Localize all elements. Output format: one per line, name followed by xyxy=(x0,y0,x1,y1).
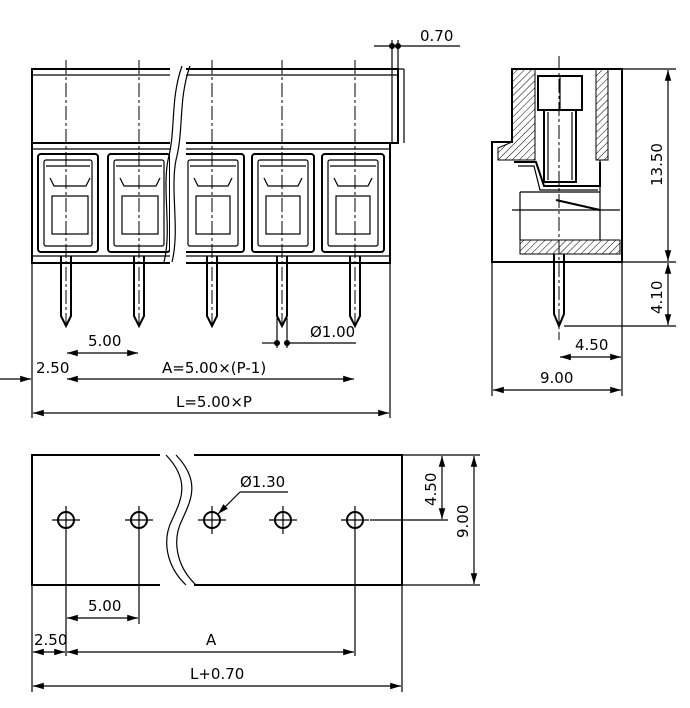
cell xyxy=(321,153,385,253)
dim-hole-dia-front: Ø1.00 xyxy=(310,323,355,341)
cell xyxy=(37,153,99,253)
dim-bottom-depth: 9.00 xyxy=(454,505,472,538)
dim-bottom-hole-dia: Ø1.30 xyxy=(240,473,285,491)
hole xyxy=(269,506,297,534)
dim-top-gap: 0.70 xyxy=(420,27,453,45)
dim-pitch-front: 5.00 xyxy=(88,332,121,350)
dim-side-width: 9.00 xyxy=(540,369,573,387)
hole xyxy=(198,506,226,534)
side-view: 13.50 4.10 4.50 9.00 xyxy=(491,56,676,396)
hole xyxy=(341,506,369,534)
cell xyxy=(251,153,315,253)
hole xyxy=(52,506,80,534)
dim-l-bottom: L+0.70 xyxy=(190,665,244,683)
dim-side-pin-offset: 4.50 xyxy=(575,336,608,354)
hole xyxy=(125,506,153,534)
dim-a-bottom: A xyxy=(206,631,217,649)
dim-side-pin: 4.10 xyxy=(648,281,666,314)
dim-offset-front: 2.50 xyxy=(36,359,69,377)
dim-a-formula: A=5.00×(P-1) xyxy=(162,359,266,377)
dim-pitch-bottom: 5.00 xyxy=(88,597,121,615)
bottom-view: Ø1.30 4.50 9.00 5.00 2.50 A L+0.70 xyxy=(31,452,480,692)
dim-l-formula: L=5.00×P xyxy=(176,393,252,411)
dim-offset-bottom: 2.50 xyxy=(34,631,67,649)
front-view: 0.70 Ø1.00 5.00 2.50 A=5.00×(P-1) L=5.00… xyxy=(0,27,460,418)
dim-bottom-half-depth: 4.50 xyxy=(422,473,440,506)
dim-side-height: 13.50 xyxy=(648,143,666,186)
cell xyxy=(181,153,245,253)
